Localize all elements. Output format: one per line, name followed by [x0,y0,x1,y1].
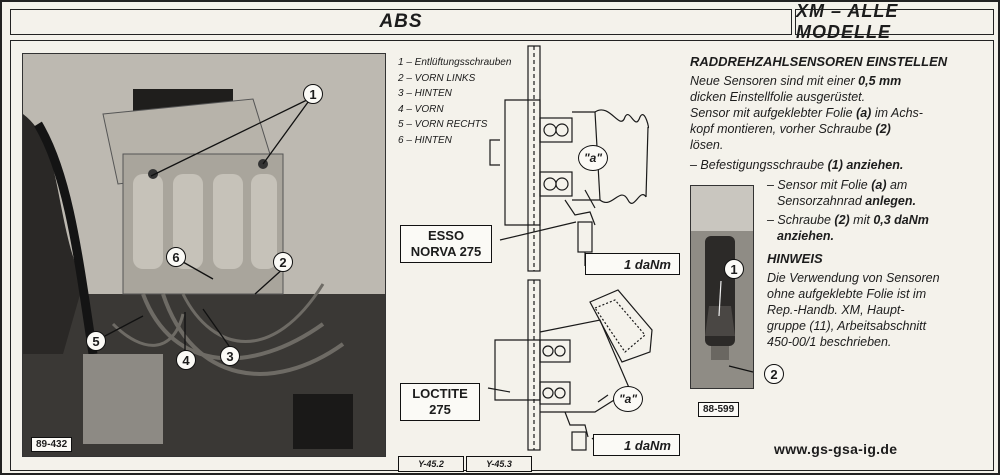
step-tighten-bolt: – Befestigungsschraube (1) anziehen. [690,158,904,172]
hub-cross-section-diagram [487,45,653,451]
sensor-callout-1: 1 [724,259,744,279]
hint-title: HINWEIS [767,251,823,266]
grease-label-lower: LOCTITE 275 [400,383,480,421]
grease-label-upper: ESSO NORVA 275 [400,225,492,263]
torque-label-upper: 1 daNm [585,253,680,275]
callout-legend: 1 – Entlüftungsschrauben 2 – VORN LINKS … [398,55,511,148]
footer-url: www.gs-gsa-ig.de [774,441,898,457]
legend-item: 1 – Entlüftungsschrauben [398,57,512,68]
section-header: ABS [10,9,792,35]
callout-5: 5 [86,331,106,351]
figure-ref-left: Y-45.2 [398,456,464,472]
callout-4: 4 [176,350,196,370]
sensor-illustration [691,186,753,388]
sensor-photo-figure-id: 88-599 [698,402,740,417]
callout-3: 3 [220,346,240,366]
legend-item: 6 – HINTEN [398,134,452,146]
section-title: RADDREHZAHLSENSOREN EINSTELLEN [690,54,948,69]
abs-unit-illustration [23,54,385,456]
intro-paragraph: Neue Sensoren sind mit einer 0,5 mm dick… [690,74,923,152]
torque-label-lower: 1 daNm [593,434,680,456]
figure-ref-right: Y-45.3 [466,456,532,472]
legend-item: 2 – VORN LINKS [398,72,476,84]
callout-6: 6 [166,247,186,267]
legend-item: 3 – HINTEN [398,88,452,99]
abs-unit-photo: 1 2 3 4 5 6 89-432 [22,53,386,457]
photo-figure-id: 89-432 [31,437,73,452]
foil-label-lower: "a" [613,386,643,412]
legend-item: 4 – VORN [398,103,444,115]
sensor-callout-2: 2 [764,364,784,384]
callout-2: 2 [273,252,293,272]
step-torque-screw: – Schraube (2) mit 0,3 daNm anziehen. [767,213,929,243]
step-position-sensor: – Sensor mit Folie (a) am Sensorzahnrad … [767,178,916,208]
legend-item: 5 – VORN RECHTS [398,119,488,130]
foil-label-upper: "a" [578,145,608,171]
model-header: XM – ALLE MODELLE [795,1,994,42]
sensor-photo [690,185,754,389]
hint-paragraph: Die Verwendung von Sensoren ohne aufgekl… [767,271,940,349]
callout-1: 1 [303,84,323,104]
